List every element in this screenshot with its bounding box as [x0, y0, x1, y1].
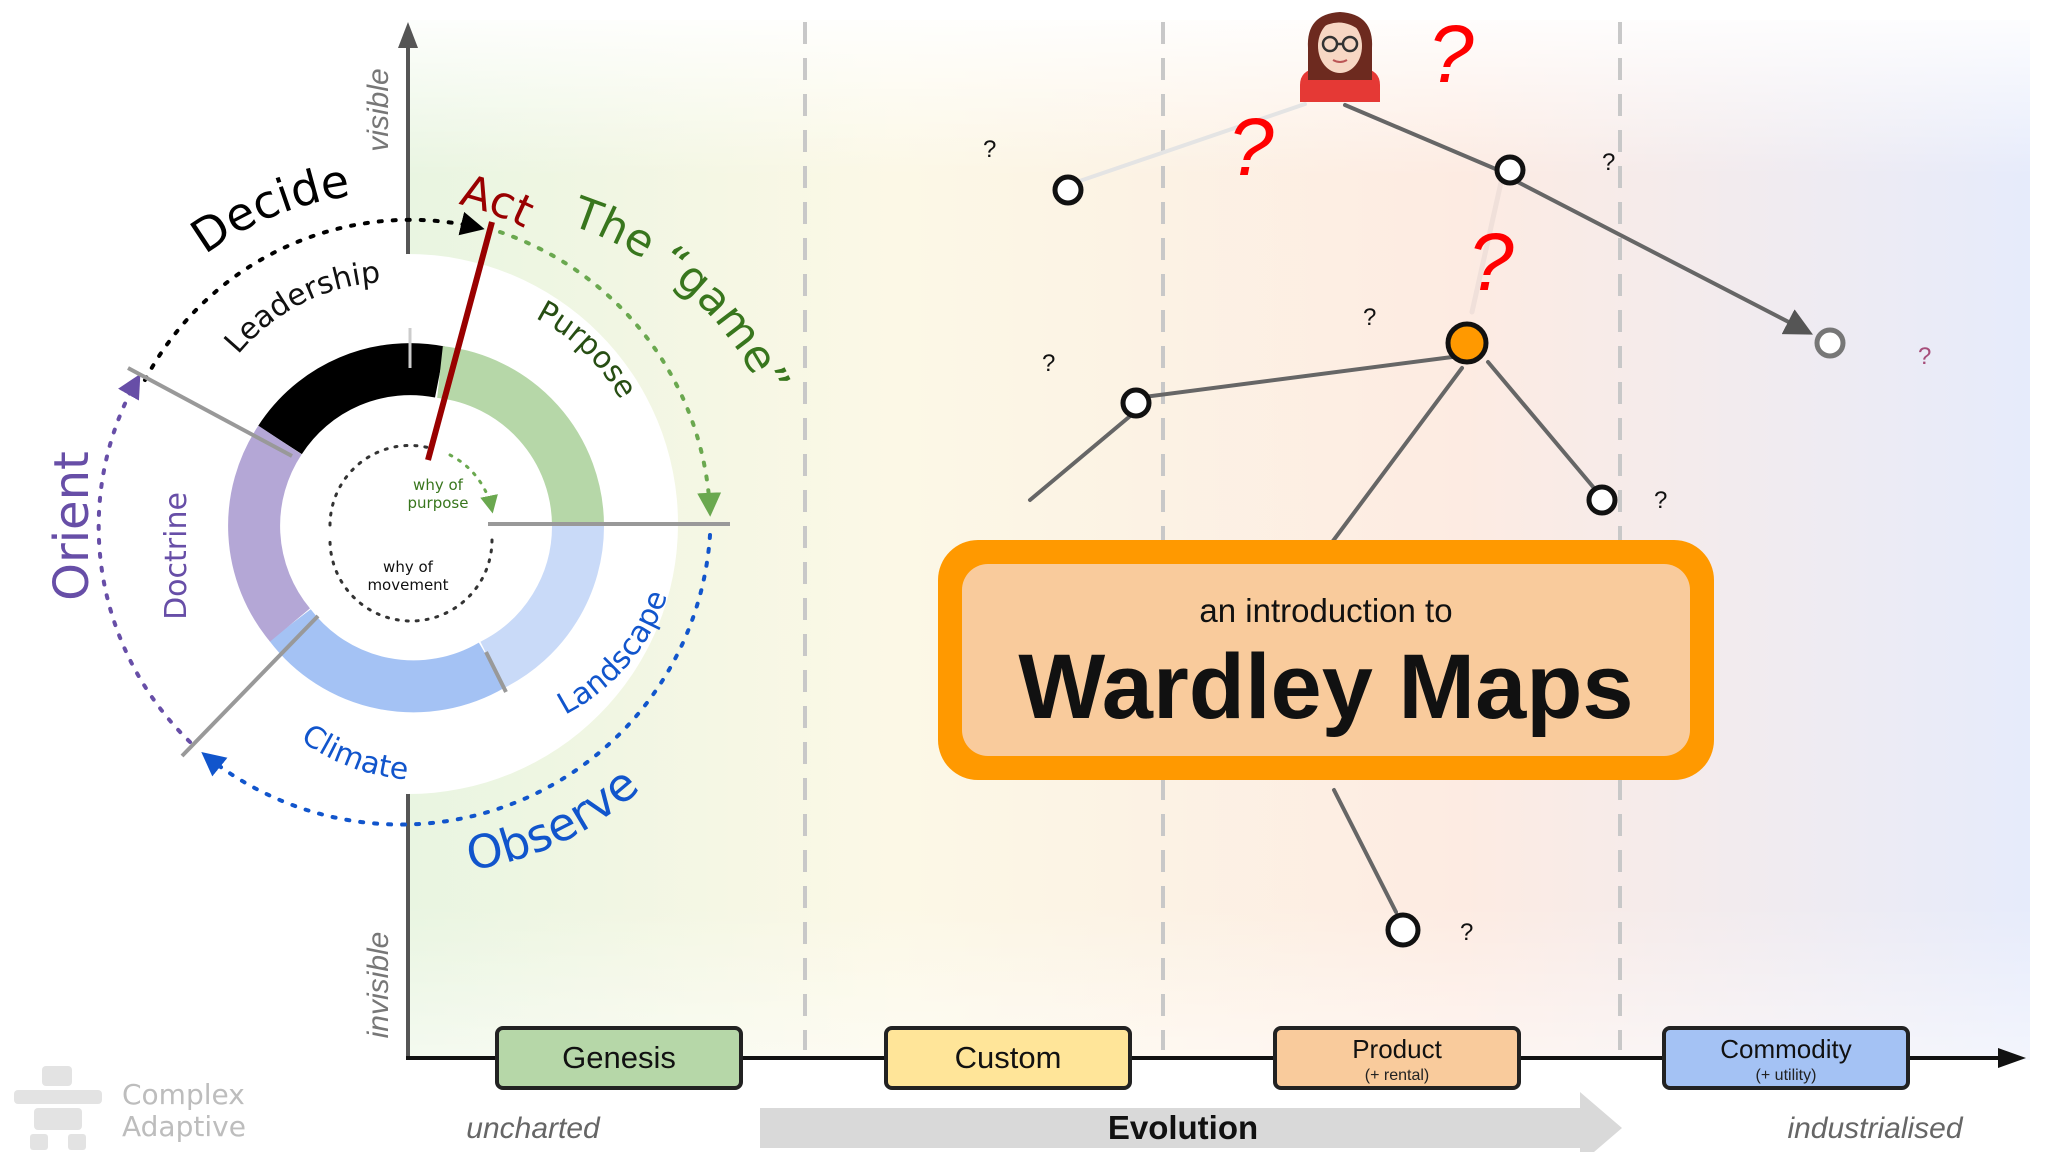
big-question-marks: ? ? ?: [1228, 9, 1514, 308]
avatar-face: [1318, 19, 1362, 73]
link-box-to-bottom: [1332, 788, 1398, 914]
stage-product-box: [1273, 1026, 1521, 1090]
y-axis-label-visible: visible: [362, 68, 395, 151]
title-main: Wardley Maps: [1018, 636, 1633, 738]
map-links: [1028, 102, 1813, 914]
why-purpose-line2: purpose: [408, 494, 469, 512]
big-question-mark-3: ?: [1468, 217, 1514, 308]
y-axis-arrowhead: [398, 22, 418, 48]
stage-genesis-box: [495, 1026, 743, 1090]
question-marks: ? ? ? ? ? ? ?: [983, 136, 1931, 946]
big-question-mark-1: ?: [1428, 9, 1474, 100]
node-evolved[interactable]: [1814, 327, 1846, 359]
question-mark-3: ?: [1363, 304, 1376, 331]
why-movement-line2: movement: [367, 576, 448, 594]
orient-label: Orient: [44, 451, 100, 601]
industrialised-label: industrialised: [1787, 1112, 1963, 1145]
stage-genesis[interactable]: Genesis: [495, 1026, 743, 1090]
stage-commodity[interactable]: Commodity (+ utility): [1662, 1026, 1910, 1090]
evolution-label: Evolution: [1108, 1109, 1258, 1146]
stage-dividers: [803, 22, 1622, 1050]
stage-custom-box: [884, 1026, 1132, 1090]
node-focus-orange[interactable]: [1445, 321, 1489, 365]
uncharted-label: uncharted: [466, 1112, 601, 1145]
inukshuk-icon: [14, 1066, 102, 1150]
title-box: an introduction to Wardley Maps: [938, 540, 1714, 780]
question-mark-5: ?: [1918, 343, 1931, 370]
link-orange-to-left: [1134, 354, 1462, 400]
link-top-right-to-orange: [1469, 175, 1505, 315]
user-avatar: [1300, 12, 1380, 102]
observe-arc: [201, 533, 712, 827]
node-mid-left[interactable]: [1120, 387, 1152, 419]
orient-arc: [96, 373, 192, 744]
title-subtitle: an introduction to: [1199, 592, 1452, 629]
question-mark-6: ?: [1654, 487, 1667, 514]
node-mid-right[interactable]: [1586, 484, 1618, 516]
why-movement-line1: why of: [383, 558, 434, 576]
link-evolution-arrow: [1508, 176, 1813, 335]
map-nodes: [1052, 154, 1846, 948]
stage-genesis-label: Genesis: [562, 1040, 676, 1075]
y-axis-label-invisible: invisible: [362, 932, 395, 1039]
decide-arc: [143, 211, 485, 382]
question-mark-7: ?: [1460, 919, 1473, 946]
avatar-fringe: [1318, 14, 1362, 32]
ring-landscape: [479, 525, 605, 689]
stage-product-sub: (+ rental): [1365, 1067, 1429, 1084]
title-box-inner: [962, 564, 1690, 756]
brand-line-2: Adaptive: [122, 1110, 246, 1143]
why-purpose-line1: why of: [413, 476, 464, 494]
game-arc: [498, 230, 722, 517]
ring-climate: [269, 608, 506, 713]
decide-label: Decide: [181, 153, 353, 263]
ring-leadership: [258, 343, 445, 455]
node-top-right[interactable]: [1494, 154, 1526, 186]
link-orange-down: [1328, 366, 1464, 547]
evolution-arrow: [760, 1092, 1622, 1152]
link-orange-to-right: [1486, 360, 1596, 490]
act-line: [425, 221, 495, 461]
stage-product[interactable]: Product (+ rental): [1273, 1026, 1521, 1090]
question-mark-4: ?: [1042, 350, 1055, 377]
x-axis-arrowhead: [1998, 1048, 2026, 1068]
node-top-left[interactable]: [1052, 174, 1084, 206]
stage-commodity-label: Commodity: [1720, 1034, 1851, 1064]
ring-purpose: [436, 346, 604, 527]
stage-custom[interactable]: Custom: [884, 1026, 1132, 1090]
ring-doctrine: [228, 425, 311, 642]
link-left-down: [1028, 410, 1137, 502]
stage-product-label: Product: [1352, 1034, 1442, 1064]
question-mark-1: ?: [983, 136, 996, 163]
complex-adaptive-logo: Complex Adaptive: [14, 1066, 246, 1150]
stage-commodity-box: [1662, 1026, 1910, 1090]
stage-custom-label: Custom: [955, 1040, 1062, 1075]
question-mark-2: ?: [1602, 149, 1615, 176]
stage-commodity-sub: (+ utility): [1756, 1067, 1817, 1084]
link-user-to-top-right: [1343, 103, 1500, 172]
node-bottom[interactable]: [1385, 912, 1421, 948]
doctrine-label: Doctrine: [159, 492, 194, 620]
big-question-mark-2: ?: [1228, 102, 1274, 193]
link-user-to-top-left: [1066, 102, 1307, 187]
brand-line-1: Complex: [122, 1078, 245, 1111]
